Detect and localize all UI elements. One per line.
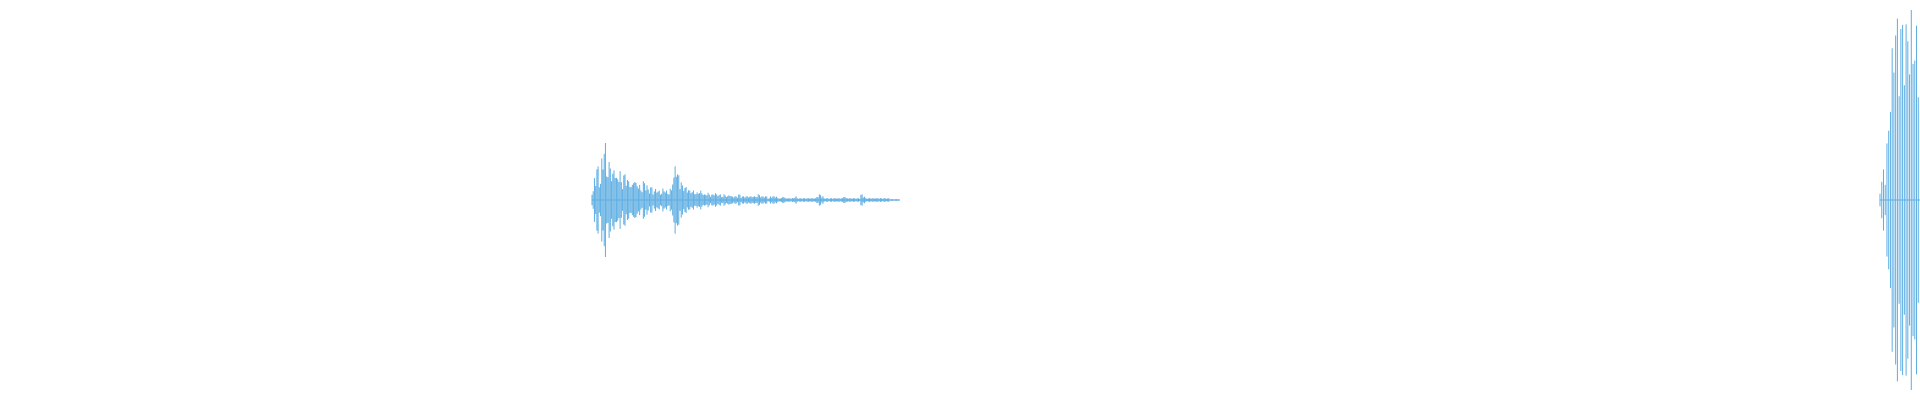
waveform-segment-burst-1 <box>591 143 900 257</box>
waveform-segment-burst-2 <box>1879 10 1920 390</box>
